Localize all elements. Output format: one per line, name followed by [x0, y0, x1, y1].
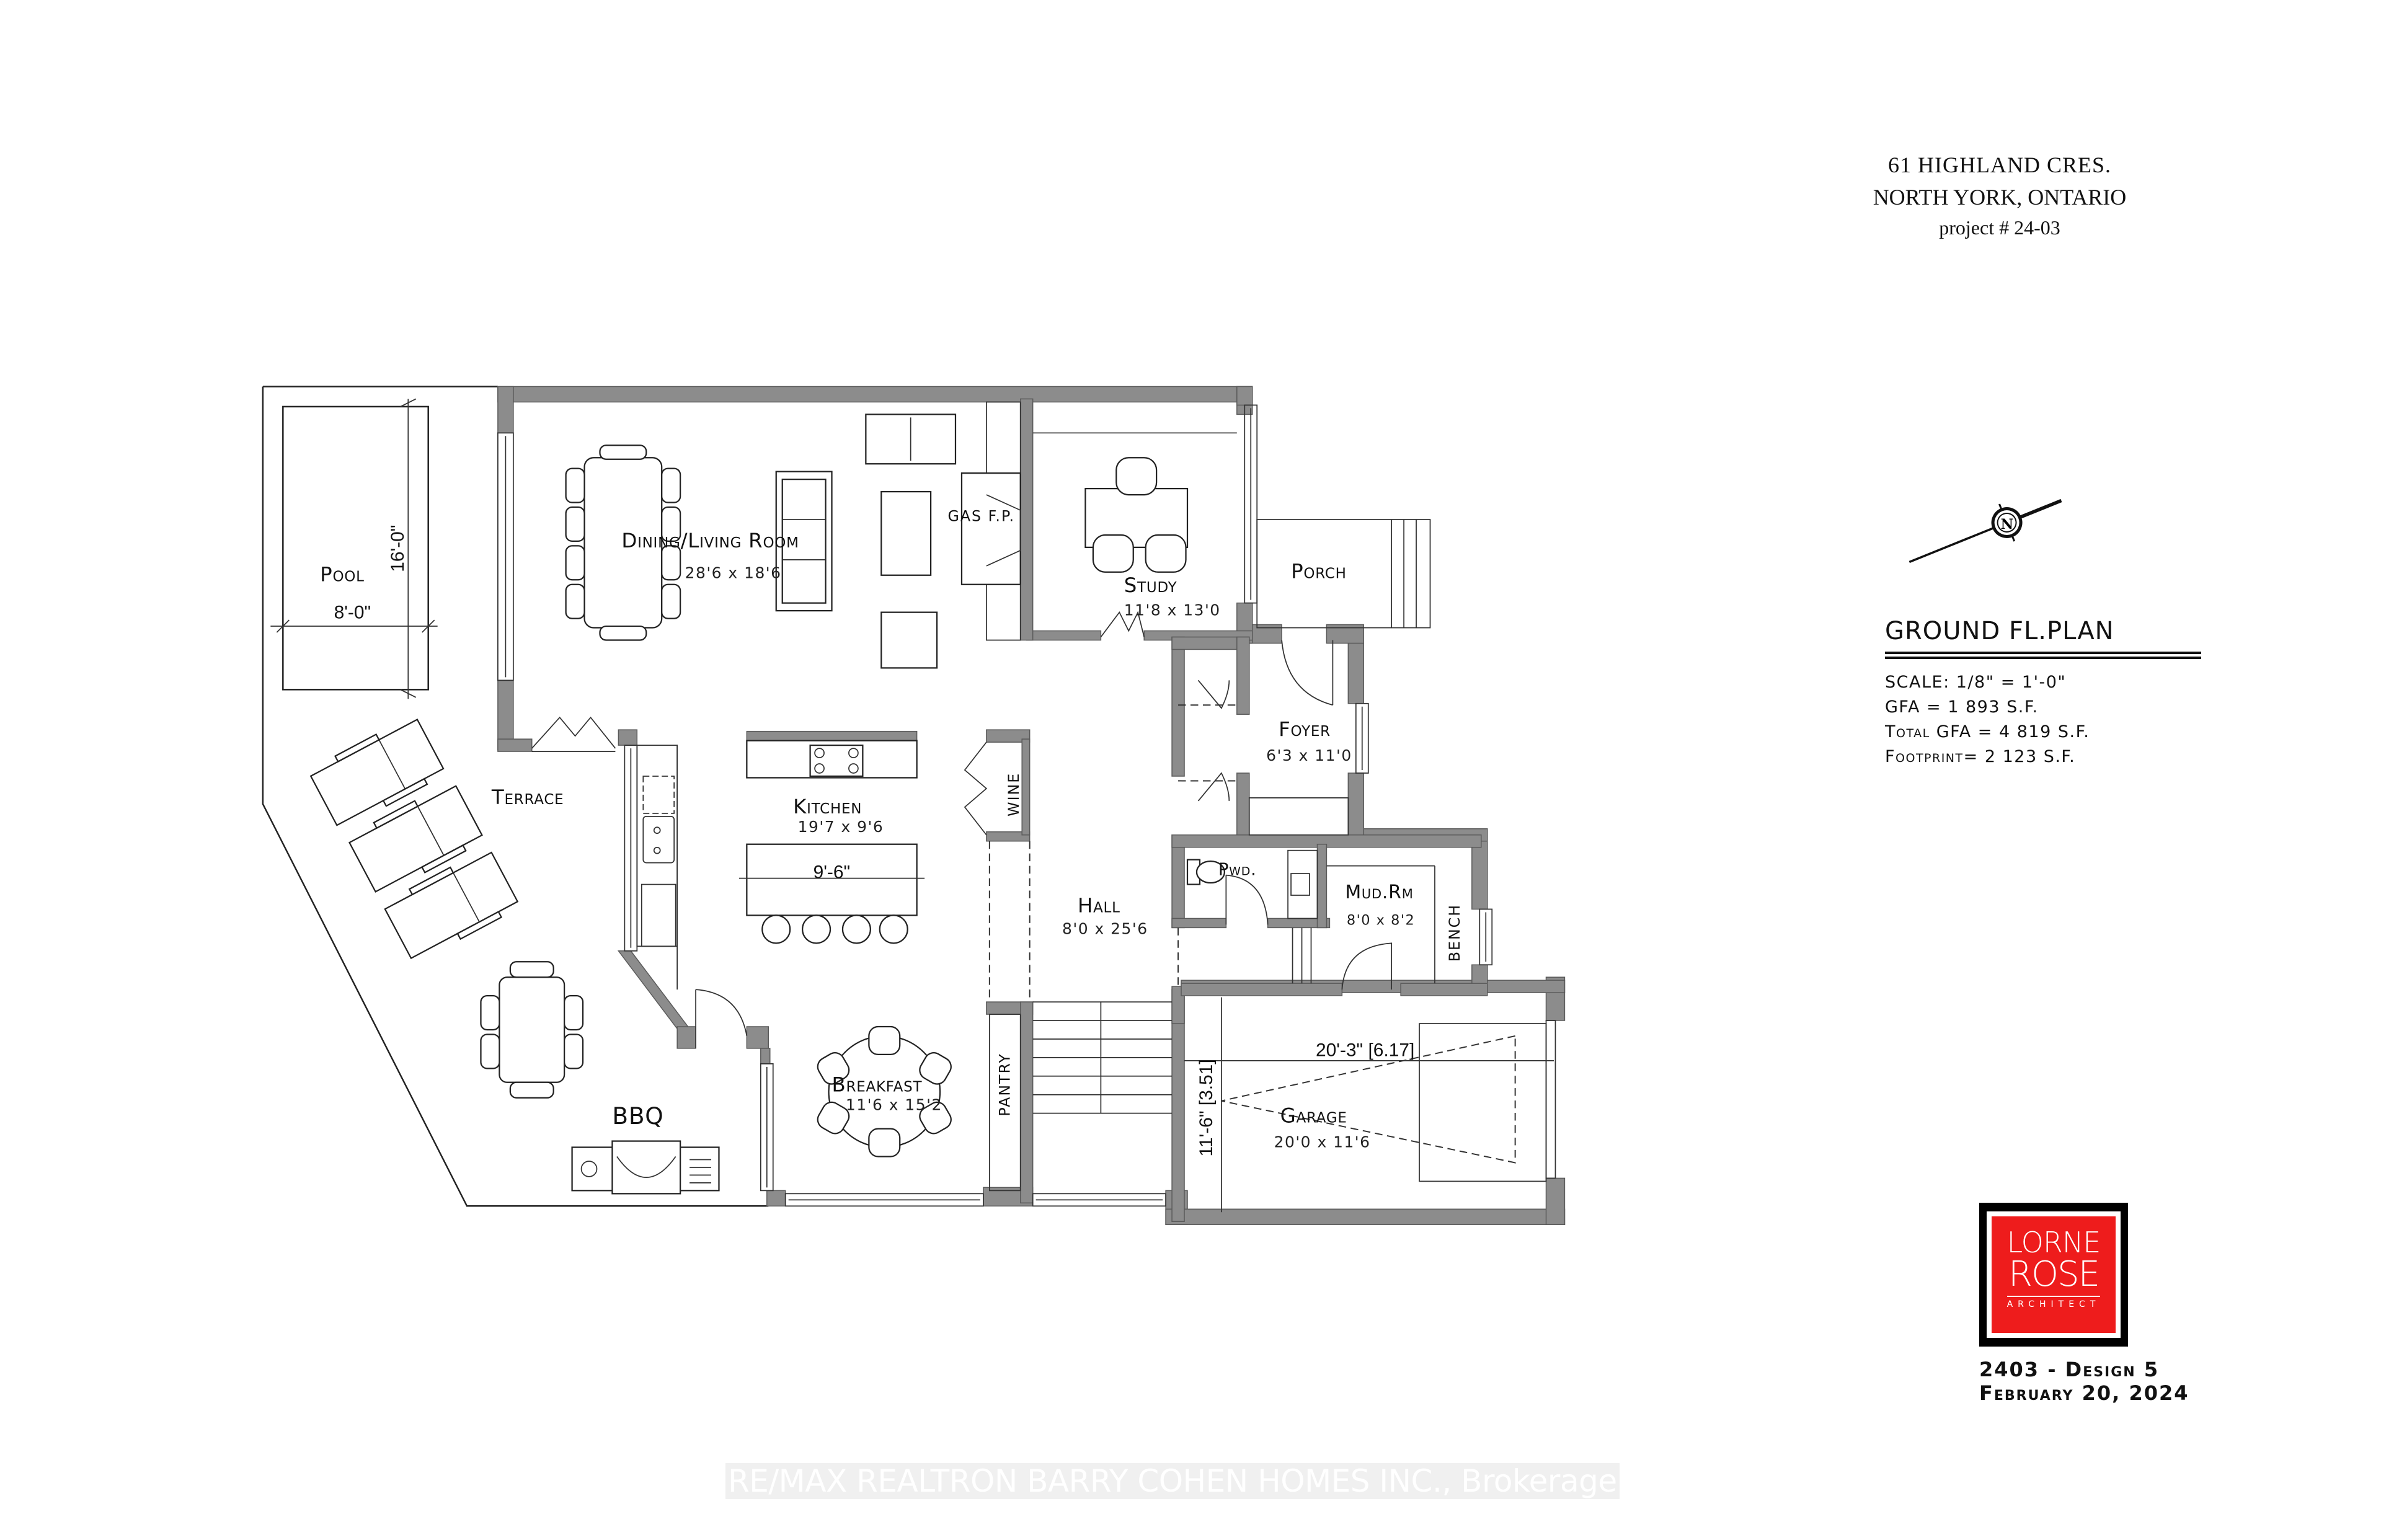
interior-lines: [636, 401, 1435, 1192]
porch: [1256, 519, 1431, 629]
pool-label: Pool: [320, 563, 365, 586]
terrace-label: Terrace: [491, 785, 564, 809]
garage-size: 20'0 x 11'6: [1274, 1133, 1371, 1151]
pool-length-dim: 16'-0": [388, 525, 408, 572]
brokerage-watermark: RE/MAX REALTRON BARRY COHEN HOMES INC., …: [725, 1463, 1620, 1499]
bbq-label: BBQ: [612, 1102, 663, 1130]
hall-label: Hall: [1078, 893, 1120, 917]
foyer-size: 6'3 x 11'0: [1266, 746, 1352, 764]
north-arrow-icon: [1909, 498, 2062, 564]
breakfast-label: Breakfast: [832, 1073, 923, 1097]
garage-label: Garage: [1280, 1104, 1347, 1128]
wine-label: WINE: [1005, 772, 1022, 816]
dining-table: [565, 445, 681, 641]
terrace-outline: [262, 386, 769, 1207]
breakfast-table: [817, 1025, 952, 1157]
lounge-chairs: [309, 718, 519, 960]
kitchen-size: 19'7 x 9'6: [798, 818, 884, 836]
wine-door[interactable]: [964, 741, 988, 836]
garage-door-entry[interactable]: [1341, 942, 1393, 990]
pool: [270, 398, 438, 699]
staircase: [1032, 1001, 1173, 1114]
title-block: 61 HIGHLAND CRES. NORTH YORK, ONTARIO pr…: [1866, 149, 2133, 242]
front-door[interactable]: [1281, 640, 1334, 706]
mudroom-label: Mud.Rm: [1345, 882, 1413, 903]
breakfast-size: 11'6 x 15'2: [846, 1096, 942, 1114]
garage-width-dim: 11'-6" [3.51]: [1196, 1059, 1217, 1156]
design-info: 2403 - Design 5 February 20, 2024: [1979, 1358, 2189, 1405]
island-dim: 9'-6": [814, 862, 851, 883]
terrace-door[interactable]: [531, 716, 616, 752]
logo-line1: LORNE: [2006, 1226, 2101, 1259]
study-desk: [1084, 457, 1189, 573]
kitchen-label: Kitchen: [793, 795, 862, 818]
project-number: project # 24-03: [1939, 216, 2060, 239]
exterior-walls: [497, 386, 1566, 1225]
terrace-dining-set: [480, 961, 584, 1099]
closet-door-upper[interactable]: [1197, 679, 1230, 709]
architect-logo: LORNE ROSE ARCHITECT: [1979, 1203, 2128, 1347]
mudroom-size: 8'0 x 8'2: [1347, 912, 1415, 928]
gfa-text: GFA = 1 893 S.F.: [1885, 697, 2039, 717]
side-door[interactable]: [695, 989, 748, 1048]
plan-heading: GROUND FL.PLAN: [1885, 617, 2114, 645]
logo-line2: ROSE: [2008, 1254, 2100, 1294]
heading-rule: [1885, 652, 2201, 659]
north-label: N: [2001, 516, 2014, 533]
powder-label: Pwd.: [1218, 861, 1257, 880]
garage-fixtures: [1184, 997, 1554, 1213]
porch-label: Porch: [1291, 560, 1347, 583]
study-size: 11'8 x 13'0: [1124, 601, 1221, 619]
study-door[interactable]: [1100, 611, 1145, 638]
powder-fixtures: [1186, 859, 1225, 885]
dining-living-label: Dining/Living Room: [621, 529, 799, 552]
study-label: Study: [1124, 573, 1177, 597]
living-furniture: [775, 414, 1021, 669]
scale-text: SCALE: 1/8" = 1'-0": [1885, 673, 2067, 692]
bench-label: BENCH: [1446, 904, 1463, 962]
address-line2: NORTH YORK, ONTARIO: [1873, 185, 2127, 210]
foyer-label: Foyer: [1279, 717, 1331, 741]
plan-info: GROUND FL.PLAN SCALE: 1/8" = 1'-0" GFA =…: [1885, 617, 2207, 769]
closet-door-lower[interactable]: [1197, 772, 1230, 802]
kitchen-counters: [738, 740, 925, 944]
footprint-text: Footprint= 2 123 S.F.: [1885, 747, 2076, 766]
windows: [497, 404, 1556, 1207]
powder-door[interactable]: [1225, 874, 1269, 925]
design-date: February 20, 2024: [1979, 1381, 2189, 1405]
pool-width-dim: 8'-0": [334, 603, 371, 623]
address-line1: 61 HIGHLAND CRES.: [1887, 153, 2111, 177]
bbq-unit: [571, 1140, 720, 1195]
design-number: 2403 - Design 5: [1979, 1358, 2160, 1381]
gas-fireplace-label: GAS F.P.: [948, 507, 1016, 524]
garage-length-dim: 20'-3" [6.17]: [1316, 1040, 1414, 1060]
logo-line3: ARCHITECT: [2006, 1299, 2101, 1309]
dining-living-size: 28'6 x 18'6: [685, 564, 782, 582]
total-gfa-text: Total GFA = 4 819 S.F.: [1885, 722, 2090, 741]
pantry-label: PANTRY: [996, 1053, 1013, 1117]
hall-size: 8'0 x 25'6: [1062, 919, 1148, 937]
